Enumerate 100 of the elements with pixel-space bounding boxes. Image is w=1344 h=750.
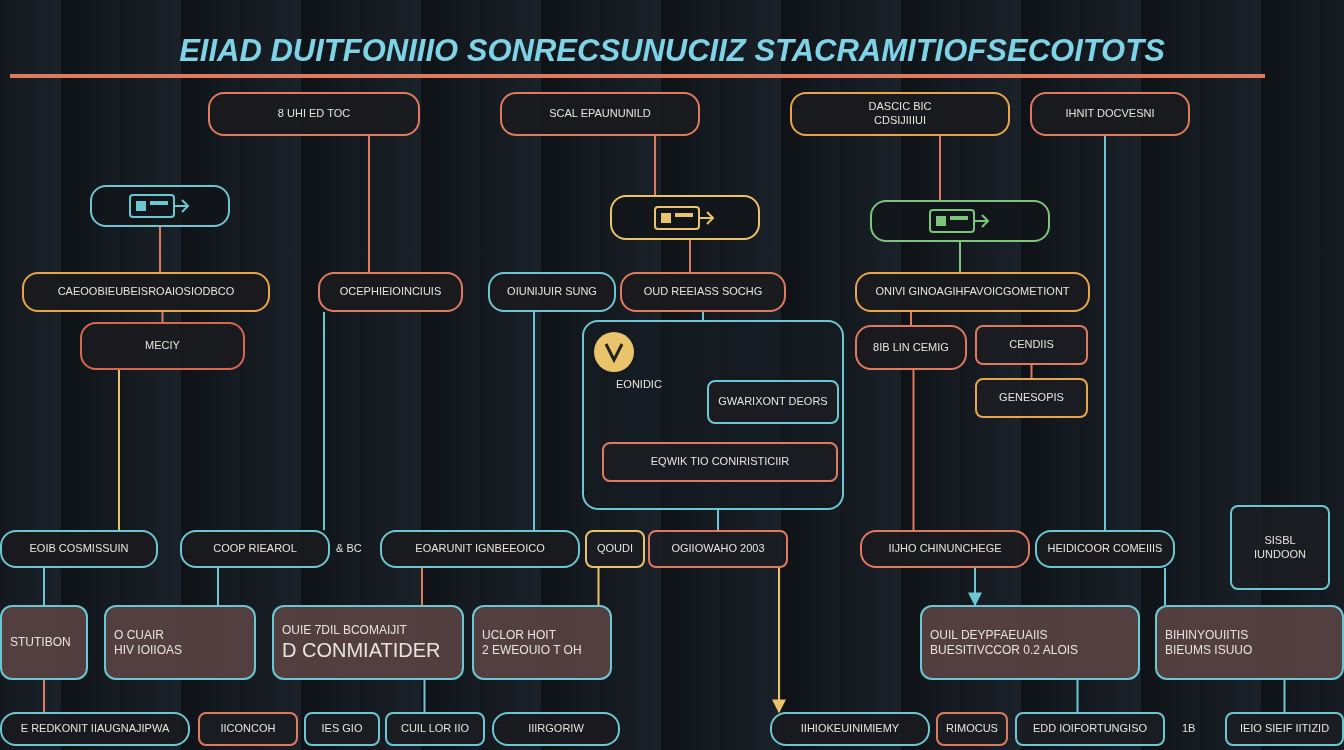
connector-line [597, 567, 600, 606]
picture-box [870, 200, 1050, 242]
node-text: RIMOCUS [946, 722, 998, 736]
node-box [855, 272, 1090, 312]
node-box [500, 92, 700, 136]
node-box [648, 530, 788, 568]
connector-line [689, 239, 691, 273]
node-box [770, 712, 930, 746]
node-text: OIUNIJUIR SUNG [507, 285, 597, 299]
node-text: SCAL EPAUNUNILD [549, 107, 651, 121]
node-text: CAEOOBIEUBEISROAIOSIODBCO [57, 285, 235, 299]
card [1155, 605, 1344, 680]
node-box [1035, 530, 1175, 568]
node-text: SISBL [1264, 533, 1296, 548]
connector-line [423, 679, 426, 713]
node-box [0, 712, 190, 746]
node-box [304, 712, 380, 746]
node-text: IIJHO CHINUNCHEGE [888, 542, 1002, 556]
connector-line [717, 509, 719, 531]
node-text: EOARUNIT IGNBEEOICO [415, 542, 545, 556]
node-text: OUIE 7DIL BCOMAIJIT [282, 622, 407, 638]
node-text: 8IB LIN CEMIG [873, 340, 949, 355]
node-text: EOIB COSMISSUIN [29, 542, 129, 556]
node-box [208, 92, 420, 136]
node-box [936, 712, 1008, 746]
node-text: IHNIT DOCVESNI [1065, 107, 1155, 121]
connector-line [43, 679, 45, 713]
node-text: EONIDIC [616, 378, 662, 392]
connector-line [533, 311, 535, 531]
node-text: OUD REEIASS SOCHG [643, 285, 763, 299]
node-box [0, 530, 158, 568]
node-box [620, 272, 786, 312]
node-text: CUIL LOR IIO [400, 722, 470, 736]
node-text: O CUAIR [114, 627, 164, 643]
panel [582, 320, 844, 510]
node-box [860, 530, 1030, 568]
node-box [1015, 712, 1165, 746]
connector-line [159, 226, 161, 273]
node-box [855, 325, 967, 370]
node-box [22, 272, 270, 312]
connector-line [161, 311, 164, 323]
label-text: 1B [1182, 721, 1196, 736]
node-text: DASCIC BIC [868, 100, 932, 114]
connector-line [1030, 364, 1033, 379]
node-text: OGIIOWAHO 2003 [671, 542, 765, 556]
node-box [80, 322, 245, 370]
node-text: IICONCOH [220, 722, 276, 736]
card [472, 605, 612, 680]
connector-line [118, 369, 120, 531]
node-text: IUNDOON [1254, 547, 1306, 562]
node-box [975, 378, 1088, 418]
card [920, 605, 1140, 680]
card [104, 605, 256, 680]
connector-line [654, 135, 656, 196]
card [0, 605, 88, 680]
node-text: CENDIIS [1009, 338, 1054, 352]
arrow [772, 567, 786, 714]
card [272, 605, 464, 680]
connector-line [1283, 679, 1286, 713]
node-text: OCEPHIEIOINCIUIS [339, 285, 442, 299]
connector-line [939, 135, 941, 201]
node-text: OUIL DEYPFAEUAIIS [930, 627, 1048, 643]
node-box [385, 712, 485, 746]
connector-line [702, 311, 704, 321]
node-text: IEIO SIEIF IITIZID [1239, 722, 1330, 736]
node-text: IIHIOKEUINIMIEMY [800, 722, 900, 736]
node-box [707, 380, 839, 424]
node-box [975, 325, 1088, 365]
node-text: BIHINYOUIITIS [1165, 627, 1249, 643]
node-text: UCLOR HOIT [482, 627, 556, 643]
connector-line [910, 311, 912, 326]
node-box [180, 530, 330, 568]
node-box [380, 530, 580, 568]
node-box [492, 712, 620, 746]
node-box [488, 272, 616, 312]
node-text: D CONMIATIDER [282, 637, 441, 663]
title: EIIAD DUITFONIIIO SONRECSUNUCIIZ STACRAMITIOFSECOITOTS [178, 32, 1166, 70]
node-text: EQWIK TIO CONIRISTICIIR [650, 455, 790, 469]
node-text: EDD IOIFORTUNGISO [1032, 722, 1148, 736]
connector-line [368, 135, 370, 273]
node-text: BIEUMS ISUUO [1165, 642, 1253, 658]
picture-box [90, 185, 230, 227]
connector-line [1104, 135, 1106, 531]
connector-line [1076, 679, 1079, 713]
node-box [585, 530, 645, 568]
node-text: ONIVI GINOAGIHFAVOICGOMETIONT [875, 285, 1070, 299]
node-text: GENESOPIS [999, 391, 1064, 405]
node-text: COOP RIEAROL [213, 542, 297, 556]
connector-line [43, 567, 45, 606]
node-text: GWARIXONT DEORS [718, 395, 828, 409]
node-text: QOUDI [596, 542, 634, 556]
node-text: MECIY [145, 339, 180, 353]
node-text: 8 UHI ED TOC [277, 107, 351, 121]
connector-line [421, 567, 423, 606]
picture-box [610, 195, 760, 240]
node-box [790, 92, 1010, 136]
node-text: CDSIJIIIUI [874, 114, 926, 128]
node-text: IES GIO [321, 722, 363, 736]
connector-line [959, 241, 961, 273]
node-text: STUTIBON [10, 635, 71, 650]
